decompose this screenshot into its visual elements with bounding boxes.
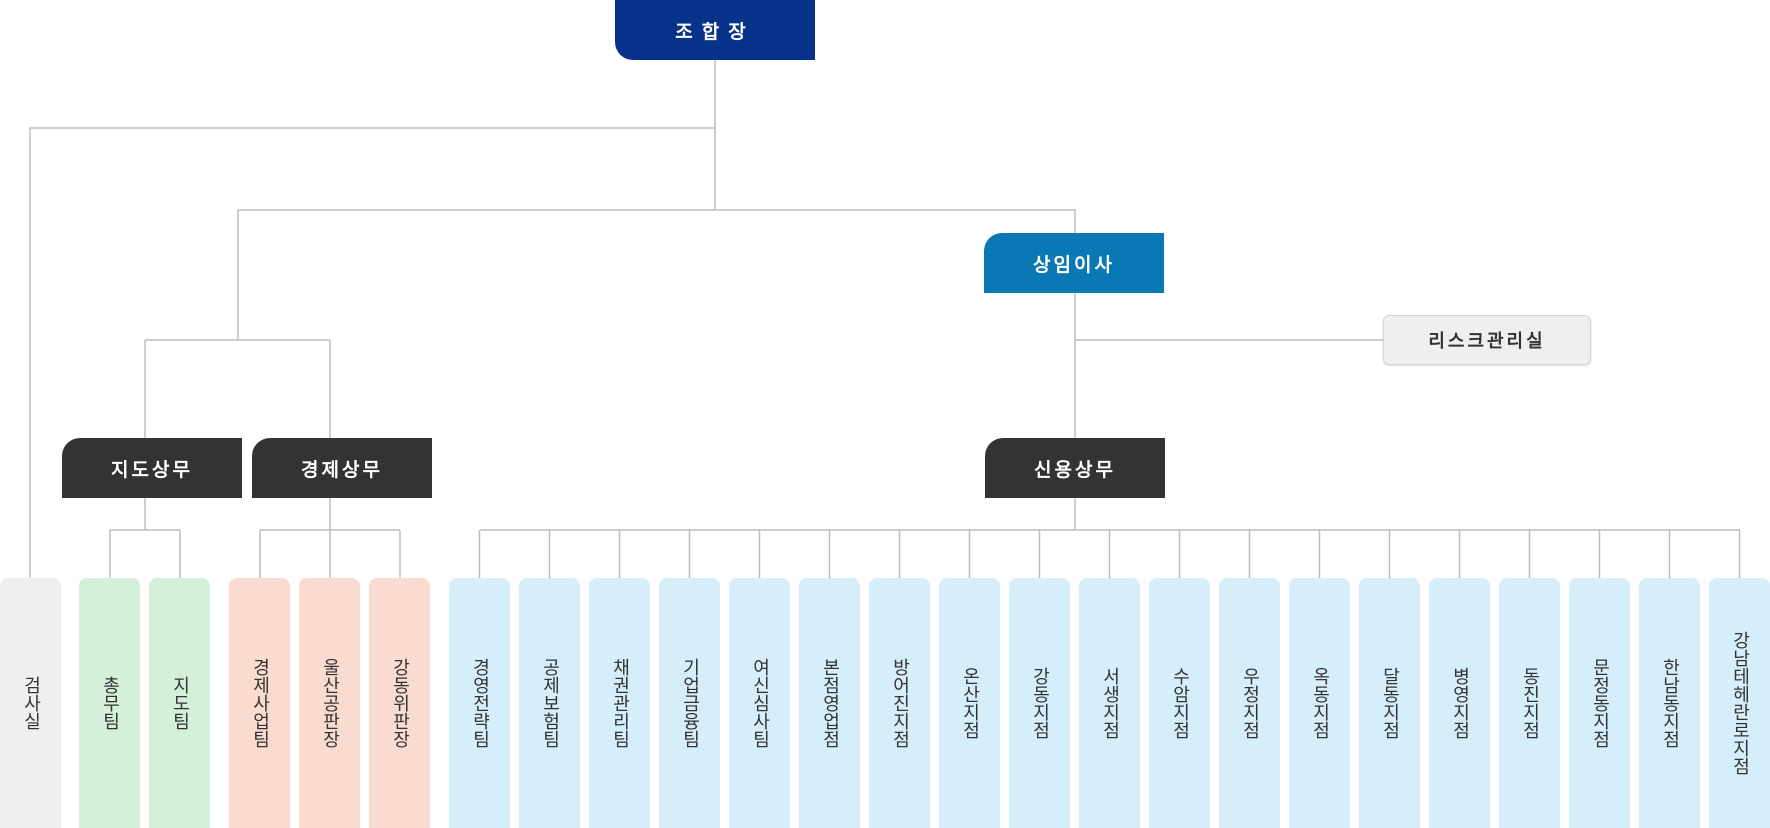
credit-leaf[interactable]: 공제보험팀 [519, 578, 580, 828]
leaf-label: 여신심사팀 [749, 658, 771, 748]
audit-office-label: 검사실 [20, 676, 42, 730]
leaf-label: 방어진지점 [889, 658, 911, 748]
leaf-guidance-team[interactable]: 지도팀 [149, 578, 210, 828]
leaf-label: 울산공판장 [319, 658, 341, 748]
leaf-label: 달동지점 [1379, 667, 1401, 739]
leaf-label: 총무팀 [99, 676, 121, 730]
credit-leaf[interactable]: 병영지점 [1429, 578, 1490, 828]
credit-leaf[interactable]: 온산지점 [939, 578, 1000, 828]
director-node[interactable]: 상임이사 [984, 233, 1164, 293]
leaf-label: 본점영업점 [819, 658, 841, 748]
credit-leaf[interactable]: 여신심사팀 [729, 578, 790, 828]
risk-management-node[interactable]: 리스크관리실 [1383, 315, 1591, 365]
credit-leaf[interactable]: 동진지점 [1499, 578, 1560, 828]
credit-leaf[interactable]: 문정동지점 [1569, 578, 1630, 828]
credit-leaf[interactable]: 옥동지점 [1289, 578, 1350, 828]
credit-leaf[interactable]: 기업금융팀 [659, 578, 720, 828]
leaf-label: 지도팀 [169, 676, 191, 730]
leaf-label: 동진지점 [1519, 667, 1541, 739]
leaf-label: 채권관리팀 [609, 658, 631, 748]
leaf-label: 서생지점 [1099, 667, 1121, 739]
credit-leaf[interactable]: 본점영업점 [799, 578, 860, 828]
credit-leaf[interactable]: 강동지점 [1009, 578, 1070, 828]
leaf-label: 경영전략팀 [469, 658, 491, 748]
credit-leaf[interactable]: 강남테헤란로지점 [1709, 578, 1770, 828]
leaf-label: 강동위판장 [389, 658, 411, 748]
leaf-ulsan-market[interactable]: 울산공판장 [299, 578, 360, 828]
credit-leaf[interactable]: 수암지점 [1149, 578, 1210, 828]
leaf-label: 수암지점 [1169, 667, 1191, 739]
leaf-label: 기업금융팀 [679, 658, 701, 748]
credit-leaf[interactable]: 방어진지점 [869, 578, 930, 828]
leaf-label: 공제보험팀 [539, 658, 561, 748]
leaf-label: 한남동지점 [1659, 658, 1681, 748]
leaf-general-affairs-team[interactable]: 총무팀 [79, 578, 140, 828]
leaf-economic-business-team[interactable]: 경제사업팀 [229, 578, 290, 828]
credit-leaf[interactable]: 달동지점 [1359, 578, 1420, 828]
leaf-label: 문정동지점 [1589, 658, 1611, 748]
credit-leaf[interactable]: 채권관리팀 [589, 578, 650, 828]
guidance-division-node[interactable]: 지도상무 [62, 438, 242, 498]
leaf-label: 병영지점 [1449, 667, 1471, 739]
economy-division-node[interactable]: 경제상무 [252, 438, 432, 498]
credit-leaf[interactable]: 경영전략팀 [449, 578, 510, 828]
leaf-label: 강동지점 [1029, 667, 1051, 739]
leaf-gangdong-market[interactable]: 강동위판장 [369, 578, 430, 828]
audit-office-node[interactable]: 검사실 [0, 578, 61, 828]
head-node[interactable]: 조합장 [615, 0, 815, 60]
leaf-label: 옥동지점 [1309, 667, 1331, 739]
leaf-label: 온산지점 [959, 667, 981, 739]
credit-division-node[interactable]: 신용상무 [985, 438, 1165, 498]
credit-leaf[interactable]: 한남동지점 [1639, 578, 1700, 828]
leaf-label: 강남테헤란로지점 [1729, 631, 1751, 775]
leaf-label: 우정지점 [1239, 667, 1261, 739]
credit-leaf[interactable]: 우정지점 [1219, 578, 1280, 828]
leaf-label: 경제사업팀 [249, 658, 271, 748]
credit-leaf[interactable]: 서생지점 [1079, 578, 1140, 828]
